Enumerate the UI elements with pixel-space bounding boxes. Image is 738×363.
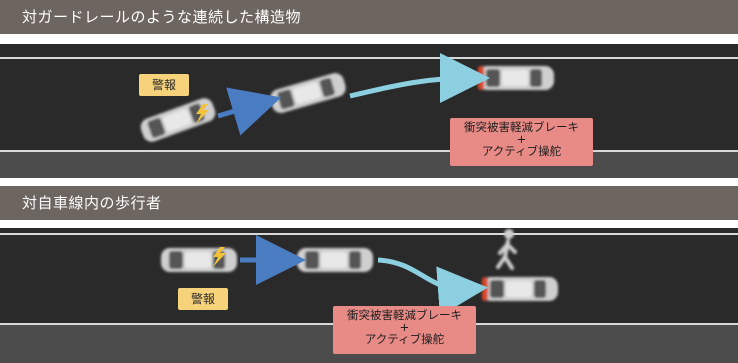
panel1-lane-line-top — [0, 57, 738, 59]
car-icon — [482, 277, 558, 301]
arrow-icon — [377, 257, 488, 317]
car-icon — [161, 248, 237, 272]
lightning-icon — [196, 104, 209, 124]
brake-badge: 衝突被害軽減ブレーキ + アクティブ操舵 — [450, 118, 593, 166]
brake-label: 衝突被害軽減ブレーキ — [464, 120, 579, 134]
brake-plus: + — [516, 132, 527, 146]
car-icon — [297, 248, 373, 272]
panel1-lane-line-bottom — [0, 150, 738, 152]
arrow-icon — [349, 53, 490, 104]
car-icon — [138, 95, 218, 145]
brake-label-2: アクティブ操舵 — [481, 144, 562, 158]
panel1-title: 対ガードレールのような連続した構造物 — [0, 0, 738, 34]
panel2-lane-line-top — [0, 233, 738, 235]
brake-label-2: アクティブ操舵 — [364, 332, 445, 346]
brake-badge: 衝突被害軽減ブレーキ + アクティブ操舵 — [333, 306, 476, 354]
panel2-title: 対自車線内の歩行者 — [0, 186, 738, 220]
brake-plus: + — [399, 320, 410, 334]
pedestrian-icon — [496, 229, 517, 270]
arrow-icon — [217, 87, 282, 136]
car-icon — [268, 70, 348, 116]
warning-badge: 警報 — [178, 288, 228, 310]
lightning-icon — [213, 247, 226, 267]
car-icon — [478, 66, 554, 90]
brake-label: 衝突被害軽減ブレーキ — [347, 308, 462, 322]
warning-badge: 警報 — [139, 74, 189, 96]
panel1-shoulder — [0, 152, 738, 178]
